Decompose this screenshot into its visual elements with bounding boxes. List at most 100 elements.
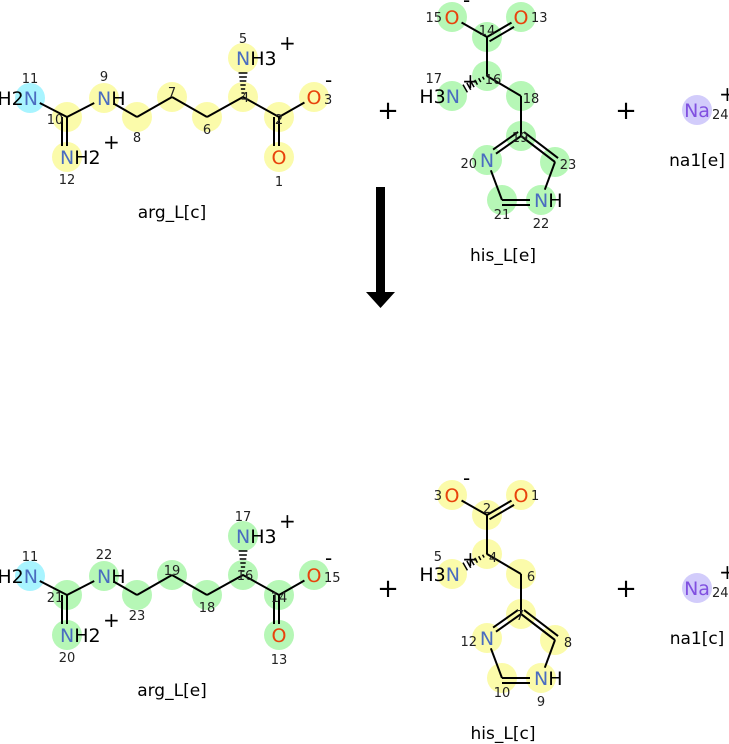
hydrogen-label: H: [548, 190, 562, 212]
atom-index: 7: [168, 86, 176, 101]
atom-index: 9: [537, 695, 545, 710]
atom-index: 5: [434, 550, 442, 565]
hydrogen-label: H2: [0, 88, 24, 110]
atom-highlight: [506, 480, 536, 510]
bond: [66, 580, 95, 596]
atom-index: 1: [531, 489, 539, 504]
arg-name: arg_L[c]: [138, 203, 206, 223]
hydrogen-label: H3: [419, 86, 445, 108]
element-label: N: [60, 147, 74, 169]
element-label: O: [307, 87, 322, 109]
atom-highlight: [472, 623, 502, 653]
atom-index: 3: [324, 93, 332, 108]
atom-index: 9: [100, 70, 108, 85]
atom-index: 4: [489, 551, 497, 566]
atom-index: 16: [237, 569, 254, 584]
atom-highlight: [682, 95, 712, 125]
double-bond: [492, 609, 519, 629]
atom-highlight: [15, 83, 45, 113]
wedge-bond: [466, 82, 472, 91]
element-label: O: [272, 147, 287, 169]
atom-index: 8: [564, 636, 572, 651]
double-bond: [489, 504, 515, 521]
atom-label: O: [445, 7, 460, 29]
atom-label: O: [514, 485, 529, 507]
atom-label: H2N: [0, 566, 38, 588]
bond: [39, 102, 68, 118]
wedge-bond: [478, 555, 482, 561]
bond: [486, 21, 513, 38]
charge-label: -: [325, 546, 332, 570]
atom-highlight: [52, 620, 82, 650]
atom-highlight: [682, 573, 712, 603]
atom-label: NH: [97, 88, 126, 110]
element-label: Na: [684, 578, 710, 600]
bond: [486, 499, 513, 516]
wedge-bond: [462, 84, 469, 93]
atom-highlight: [437, 480, 467, 510]
atom-highlight: [506, 2, 536, 32]
charge-label: +: [103, 608, 120, 632]
element-label: N: [480, 150, 494, 172]
atom-index: 23: [560, 158, 577, 173]
atom-index: 4: [241, 91, 249, 106]
atom-index: 11: [22, 550, 39, 565]
charge-label: -: [325, 68, 332, 92]
wedge-bond: [462, 562, 469, 571]
element-label: N: [446, 86, 460, 108]
charge-label: -: [463, 466, 470, 490]
charge-label: +: [279, 31, 296, 55]
atom-index: 24: [712, 586, 729, 601]
atom-label: O: [445, 485, 460, 507]
atom-index: 13: [271, 653, 288, 668]
charge-label: +: [103, 130, 120, 154]
atom-index: 12: [460, 635, 477, 650]
atom-label: H2N: [0, 88, 38, 110]
atom-highlight: [89, 561, 119, 591]
atom-label: N: [480, 150, 494, 172]
bond: [136, 96, 173, 118]
atom-highlight: [299, 82, 329, 112]
bond: [242, 96, 280, 118]
element-label: N: [97, 88, 111, 110]
element-label: O: [514, 7, 529, 29]
bond: [39, 580, 68, 596]
bond: [206, 96, 244, 118]
bond: [543, 639, 556, 669]
bond: [242, 574, 280, 596]
atom-index: 21: [494, 208, 511, 223]
atom-index: 18: [199, 601, 216, 616]
atom-label: H3N: [419, 86, 460, 108]
bond: [520, 613, 556, 641]
bond: [461, 499, 488, 516]
element-label: O: [445, 7, 460, 29]
atom-highlight: [264, 142, 294, 172]
atom-index: 14: [271, 591, 288, 606]
atom-highlight: [228, 43, 258, 73]
atom-label: Na: [684, 578, 710, 600]
atom-index: 19: [512, 131, 529, 146]
double-bond: [489, 26, 515, 43]
element-label: Na: [684, 100, 710, 122]
element-label: N: [97, 566, 111, 588]
atom-highlight: [437, 559, 467, 589]
reaction-arrow-icon: [366, 187, 395, 308]
atom-highlight: [526, 185, 556, 215]
atom-label: O: [272, 147, 287, 169]
bond: [543, 161, 556, 191]
atom-index: 19: [164, 564, 181, 579]
plus-sign: +: [615, 574, 637, 604]
element-label: N: [24, 88, 38, 110]
atom-index: 15: [324, 571, 341, 586]
bond: [461, 21, 488, 38]
atom-index: 22: [533, 217, 550, 232]
atom-index: 14: [479, 24, 496, 39]
element-label: O: [307, 565, 322, 587]
atom-index: 6: [203, 123, 211, 138]
atom-highlight: [437, 2, 467, 32]
atom-index: 2: [275, 113, 283, 128]
bond: [278, 101, 305, 118]
bond: [495, 135, 522, 155]
hydrogen-label: H3: [250, 48, 276, 70]
